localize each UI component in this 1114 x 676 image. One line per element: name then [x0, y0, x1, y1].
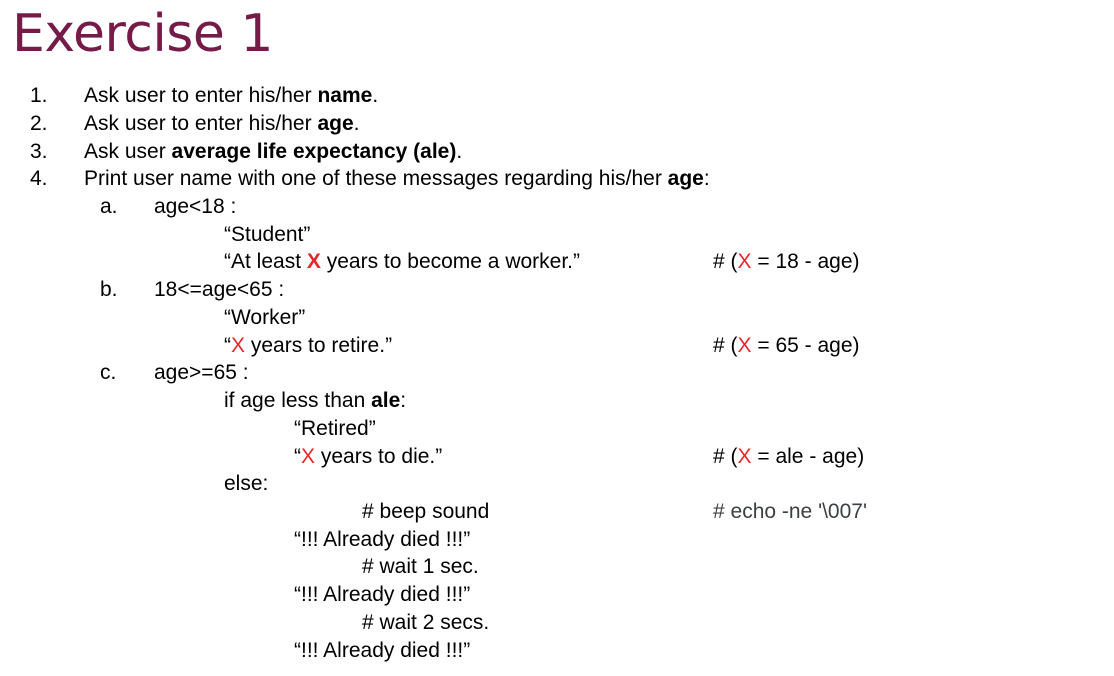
message-already-died: “!!! Already died !!!”	[294, 639, 471, 662]
case-letter: b.	[100, 278, 118, 301]
message-worker: “Worker”	[224, 306, 306, 329]
comment-wait: # wait 1 sec.	[362, 555, 479, 578]
message-die-years: “X years to die.”	[294, 445, 443, 468]
if-statement: if age less than ale:	[224, 389, 407, 412]
comment-formula: # (X = ale - age)	[713, 445, 865, 468]
case-condition: 18<=age<65 :	[154, 278, 285, 301]
step-number: 2.	[30, 112, 48, 135]
step-3: Ask user average life expectancy (ale).	[84, 140, 463, 163]
comment-echo: # echo -ne '\007'	[713, 500, 867, 523]
comment-beep: # beep sound	[362, 500, 490, 523]
else-statement: else:	[224, 472, 269, 495]
message-already-died: “!!! Already died !!!”	[294, 528, 471, 551]
case-condition: age<18 :	[154, 195, 237, 218]
step-4: Print user name with one of these messag…	[84, 167, 710, 190]
message-already-died: “!!! Already died !!!”	[294, 583, 471, 606]
step-2: Ask user to enter his/her age.	[84, 112, 360, 135]
message-worker-years: “At least X years to become a worker.”	[224, 250, 580, 273]
message-retired: “Retired”	[294, 417, 376, 440]
comment-wait: # wait 2 secs.	[362, 611, 490, 634]
comment-formula: # (X = 18 - age)	[713, 250, 860, 273]
case-condition: age>=65 :	[154, 361, 249, 384]
step-number: 1.	[30, 84, 48, 107]
page-title: Exercise 1	[12, 4, 274, 64]
step-number: 3.	[30, 140, 48, 163]
message-student: “Student”	[224, 223, 311, 246]
case-letter: a.	[100, 195, 118, 218]
comment-formula: # (X = 65 - age)	[713, 334, 860, 357]
step-1: Ask user to enter his/her name.	[84, 84, 379, 107]
message-retire-years: “X years to retire.”	[224, 334, 393, 357]
case-letter: c.	[100, 361, 117, 384]
step-number: 4.	[30, 167, 48, 190]
